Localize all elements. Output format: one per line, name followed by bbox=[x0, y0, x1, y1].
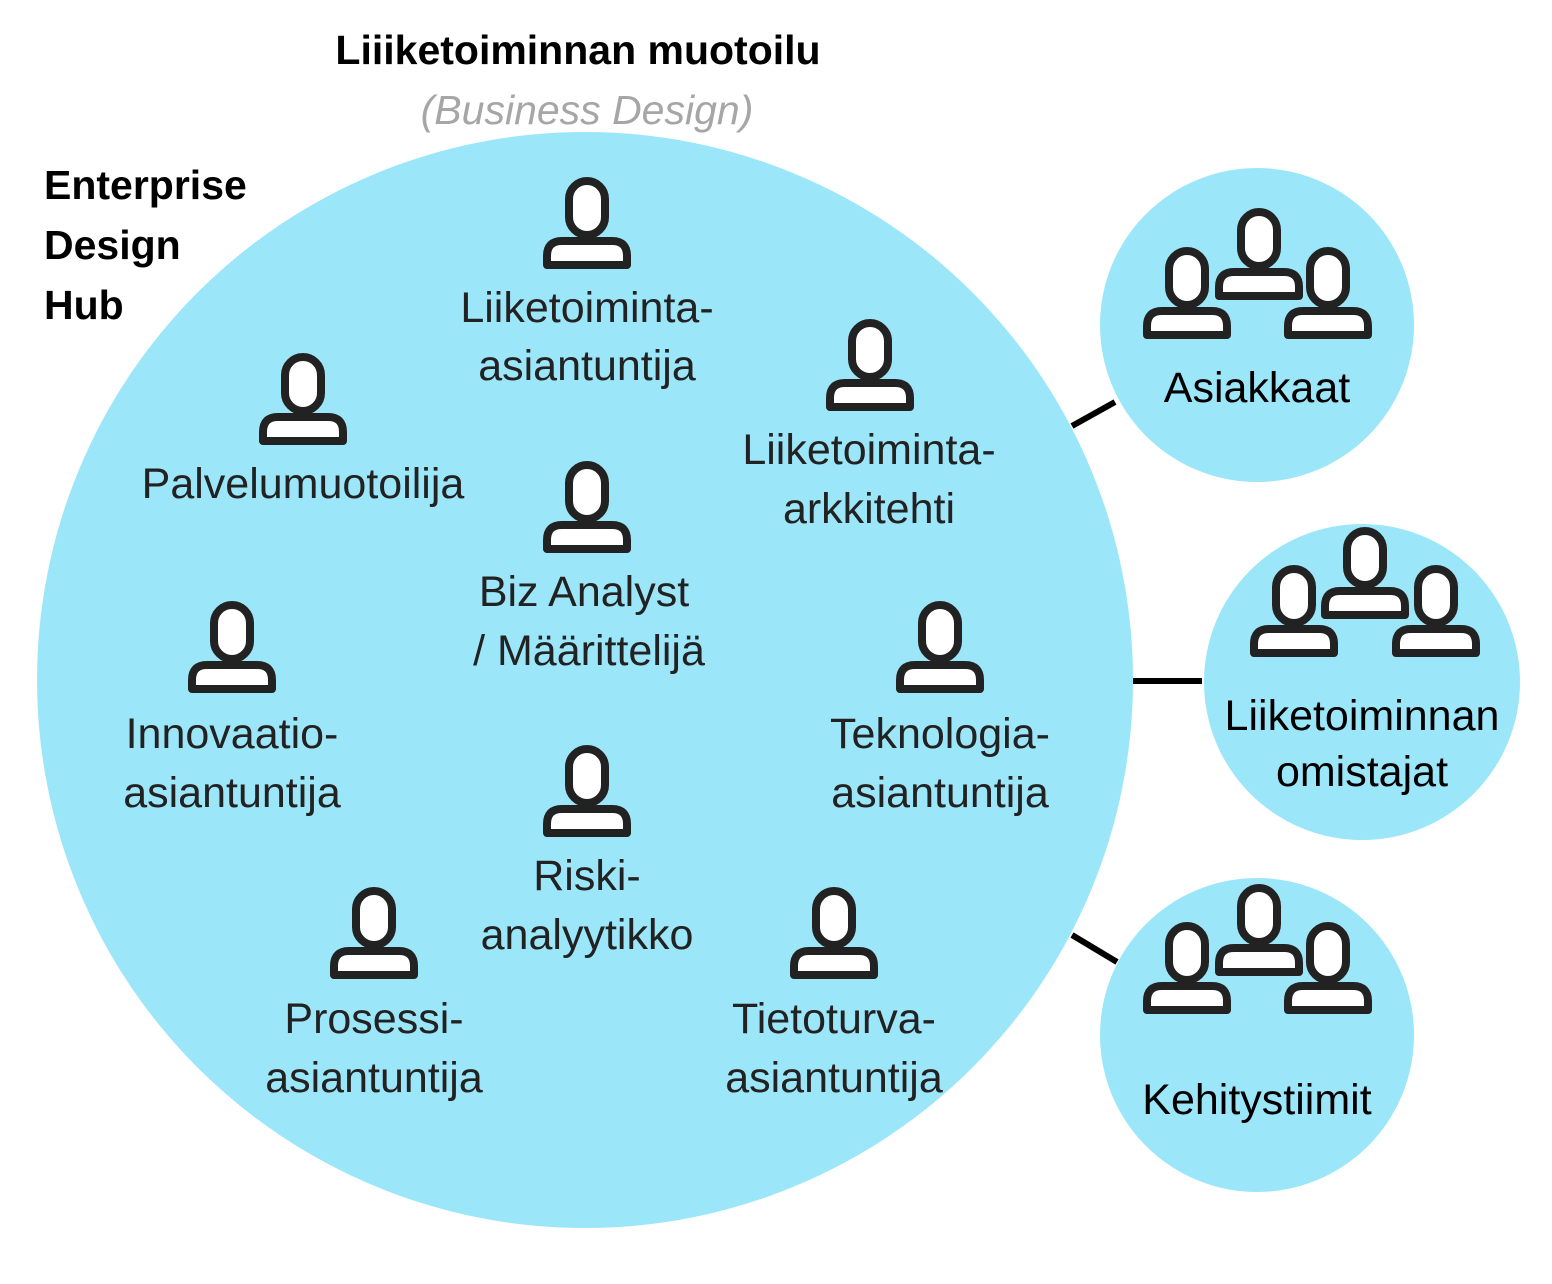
stakeholder-kehitystiimit: Kehitystiimit bbox=[1142, 888, 1371, 1124]
role-label-line: Teknologia- bbox=[830, 710, 1050, 758]
role-label-line: Prosessi- bbox=[284, 995, 463, 1043]
stakeholder-liiketoiminnan-omistajat: Liiketoiminnan omistajat bbox=[1225, 531, 1500, 796]
role-innovaatio-asiantuntija: Innovaatio- asiantuntija bbox=[123, 605, 341, 817]
role-teknologia-asiantuntija: Teknologia- asiantuntija bbox=[830, 605, 1050, 817]
role-label-line: asiantuntija bbox=[478, 342, 696, 390]
hub-label-line: Enterprise bbox=[44, 162, 247, 208]
role-label-line: analyytikko bbox=[481, 911, 694, 959]
role-label-line: arkkitehti bbox=[783, 485, 955, 533]
role-label-line: asiantuntija bbox=[265, 1054, 483, 1102]
stakeholder-label: Kehitystiimit bbox=[1142, 1076, 1371, 1124]
role-label-line: Liiketoiminta- bbox=[460, 284, 713, 332]
role-label-line: asiantuntija bbox=[831, 769, 1049, 817]
connector-asiakkaat bbox=[1070, 399, 1117, 429]
role-label-line: asiantuntija bbox=[123, 769, 341, 817]
connector-kehitystiimit bbox=[1070, 932, 1119, 965]
role-label-line: asiantuntija bbox=[725, 1054, 943, 1102]
role-biz-analyst: Biz Analyst / Määrittelijä bbox=[473, 465, 705, 675]
role-label-line: Innovaatio- bbox=[126, 710, 339, 758]
role-label-line: Biz Analyst bbox=[479, 568, 689, 616]
role-liiketoiminta-asiantuntija: Liiketoiminta- asiantuntija bbox=[460, 181, 714, 390]
stakeholder-label: Asiakkaat bbox=[1164, 364, 1350, 412]
hub-label: Enterprise Design Hub bbox=[44, 162, 247, 328]
stakeholder-circle-asiakkaat bbox=[1100, 168, 1414, 482]
role-label-line: Tietoturva- bbox=[732, 995, 936, 1043]
role-riskianalyytikko: Riski- analyytikko bbox=[481, 749, 694, 959]
stakeholder-label: Liiketoiminnan bbox=[1225, 692, 1500, 740]
stakeholder-label: omistajat bbox=[1276, 748, 1448, 796]
role-liiketoiminta-arkkitehti: Liiketoiminta- arkkitehti bbox=[742, 323, 996, 533]
role-label-line: / Määrittelijä bbox=[473, 627, 705, 675]
role-tietoturva-asiantuntija: Tietoturva- asiantuntija bbox=[725, 891, 943, 1102]
role-palvelumuotoilija: Palvelumuotoilija bbox=[142, 357, 465, 508]
diagram-title: Liiiketoiminnan muotoilu bbox=[335, 27, 820, 73]
role-label-line: Liiketoiminta- bbox=[742, 426, 995, 474]
role-prosessi-asiantuntija: Prosessi- asiantuntija bbox=[265, 891, 483, 1102]
stakeholder-asiakkaat: Asiakkaat bbox=[1147, 212, 1368, 412]
hub-label-line: Design bbox=[44, 222, 181, 268]
role-label-line: Palvelumuotoilija bbox=[142, 460, 465, 508]
hub-label-line: Hub bbox=[44, 282, 124, 328]
diagram-subtitle: (Business Design) bbox=[421, 87, 754, 133]
role-label-line: Riski- bbox=[533, 852, 640, 900]
